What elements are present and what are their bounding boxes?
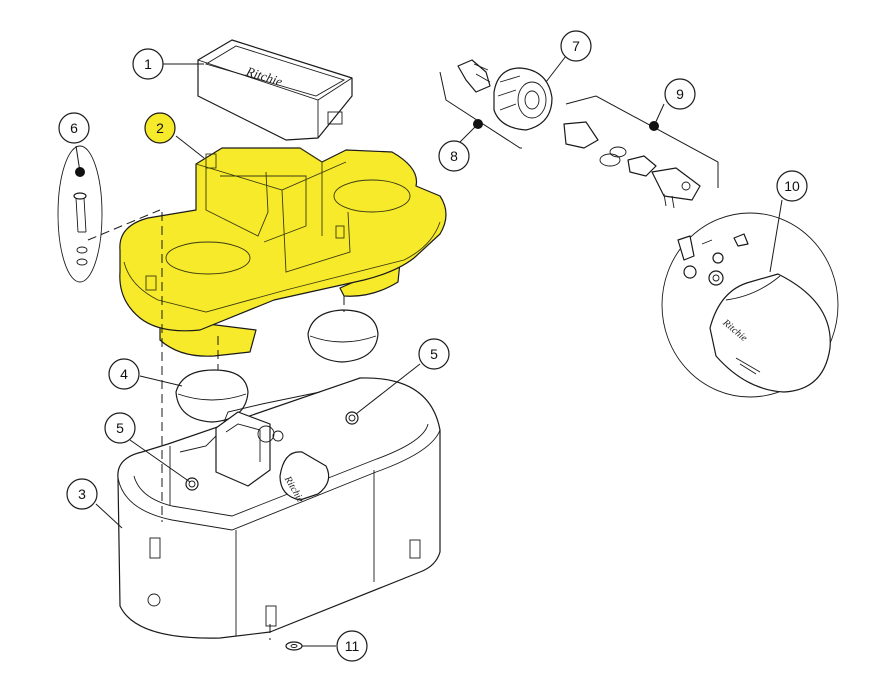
callout-10: 10: [776, 170, 808, 202]
svg-text:10: 10: [784, 178, 800, 194]
leader-lines: [75, 55, 783, 647]
svg-text:5: 5: [430, 346, 438, 362]
svg-text:5: 5: [116, 420, 124, 436]
callout-5-left: 5: [104, 412, 136, 444]
part-1-lid: Ritchie: [197, 39, 353, 141]
part-4-float: [175, 369, 249, 423]
callout-1: 1: [132, 48, 164, 80]
svg-text:2: 2: [156, 120, 164, 136]
callout-4: 4: [108, 358, 140, 390]
part-8-elbow-fitting: [457, 59, 491, 93]
part-11-washer: [285, 641, 303, 651]
callout-11: 11: [336, 630, 368, 662]
callout-5-right: 5: [418, 338, 450, 370]
svg-text:6: 6: [70, 120, 78, 136]
svg-text:1: 1: [144, 56, 152, 72]
svg-text:11: 11: [345, 638, 360, 654]
marker-dot-8: [473, 119, 483, 129]
float-upper: [307, 309, 379, 363]
part-2-housing: [119, 147, 447, 357]
callout-8: 8: [438, 140, 470, 172]
marker-dot-6: [75, 167, 85, 177]
callout-6: 6: [58, 112, 90, 144]
part-3-base: Ritchie: [117, 377, 441, 639]
marker-dot-9: [649, 121, 659, 131]
callout-9: 9: [664, 78, 696, 110]
svg-text:8: 8: [450, 148, 458, 164]
svg-text:4: 4: [120, 366, 128, 382]
part-9-valve-assembly: [563, 121, 701, 209]
svg-text:3: 3: [78, 486, 86, 502]
svg-text:9: 9: [676, 86, 684, 102]
callout-3: 3: [66, 478, 98, 510]
callout-7: 7: [560, 30, 592, 62]
part-6-bolt-assembly: [57, 145, 161, 283]
callout-2: 2: [144, 112, 176, 144]
part-7-valve-body: [493, 67, 553, 131]
svg-text:7: 7: [572, 38, 580, 54]
part-10-float-inset: Ritchie: [661, 212, 839, 398]
